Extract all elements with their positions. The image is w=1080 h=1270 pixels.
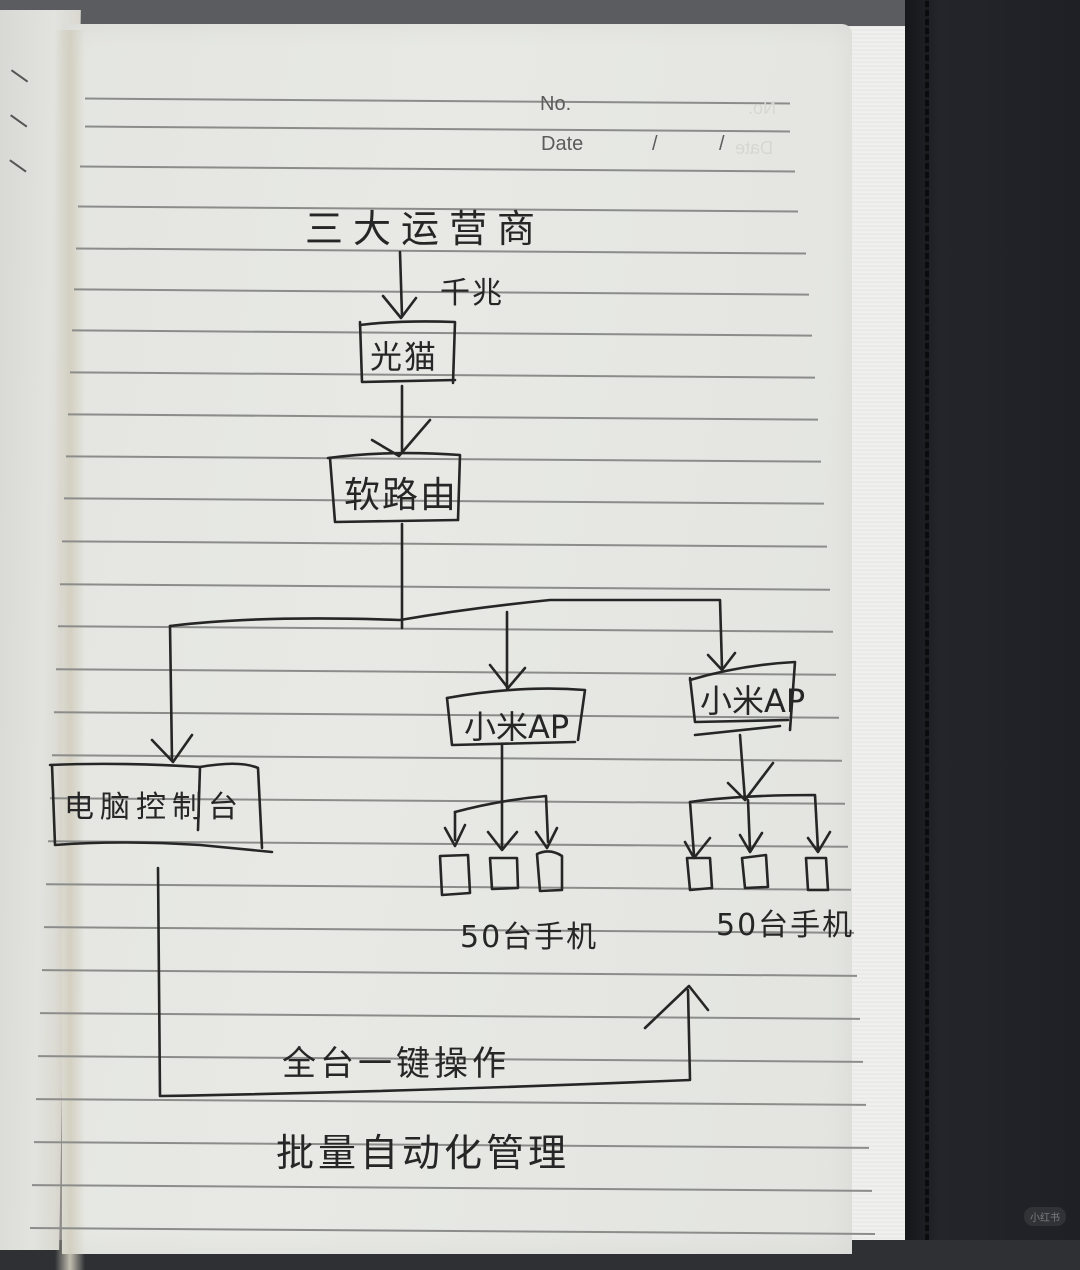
date-separator: / — [652, 133, 658, 155]
page-gutter — [55, 30, 85, 1270]
soft-router-node[interactable]: 软路由 — [344, 475, 459, 516]
no-label-bleedthrough: No. — [748, 98, 777, 118]
rule-stub — [11, 69, 29, 83]
carriers-label: 三大运营商 — [305, 207, 546, 251]
rule-stub — [9, 159, 27, 173]
date-label: Date — [541, 133, 584, 155]
pc-console-node[interactable]: 电脑控制台 — [64, 790, 244, 825]
xiaomi-ap-node-1[interactable]: 小米AP — [464, 708, 570, 746]
watermark-badge: 小红书 — [1024, 1207, 1066, 1226]
rule-stub — [10, 114, 28, 128]
no-label: No. — [540, 93, 572, 115]
date-label-bleedthrough: Date — [735, 138, 774, 158]
notebook-cover — [905, 0, 1080, 1240]
date-separator: / — [719, 133, 725, 155]
one-click-operation-label: 全台一键操作 — [282, 1044, 510, 1084]
batch-automation-caption: 批量自动化管理 — [276, 1131, 571, 1175]
phones-group-label-1: 50台手机 — [460, 920, 599, 955]
gigabit-label: 千兆 — [440, 276, 504, 311]
xiaomi-ap-node-2[interactable]: 小米AP — [700, 682, 806, 720]
phones-group-label-2: 50台手机 — [716, 908, 855, 943]
cover-stitching — [925, 0, 929, 1240]
optical-modem-node[interactable]: 光猫 — [370, 338, 439, 376]
